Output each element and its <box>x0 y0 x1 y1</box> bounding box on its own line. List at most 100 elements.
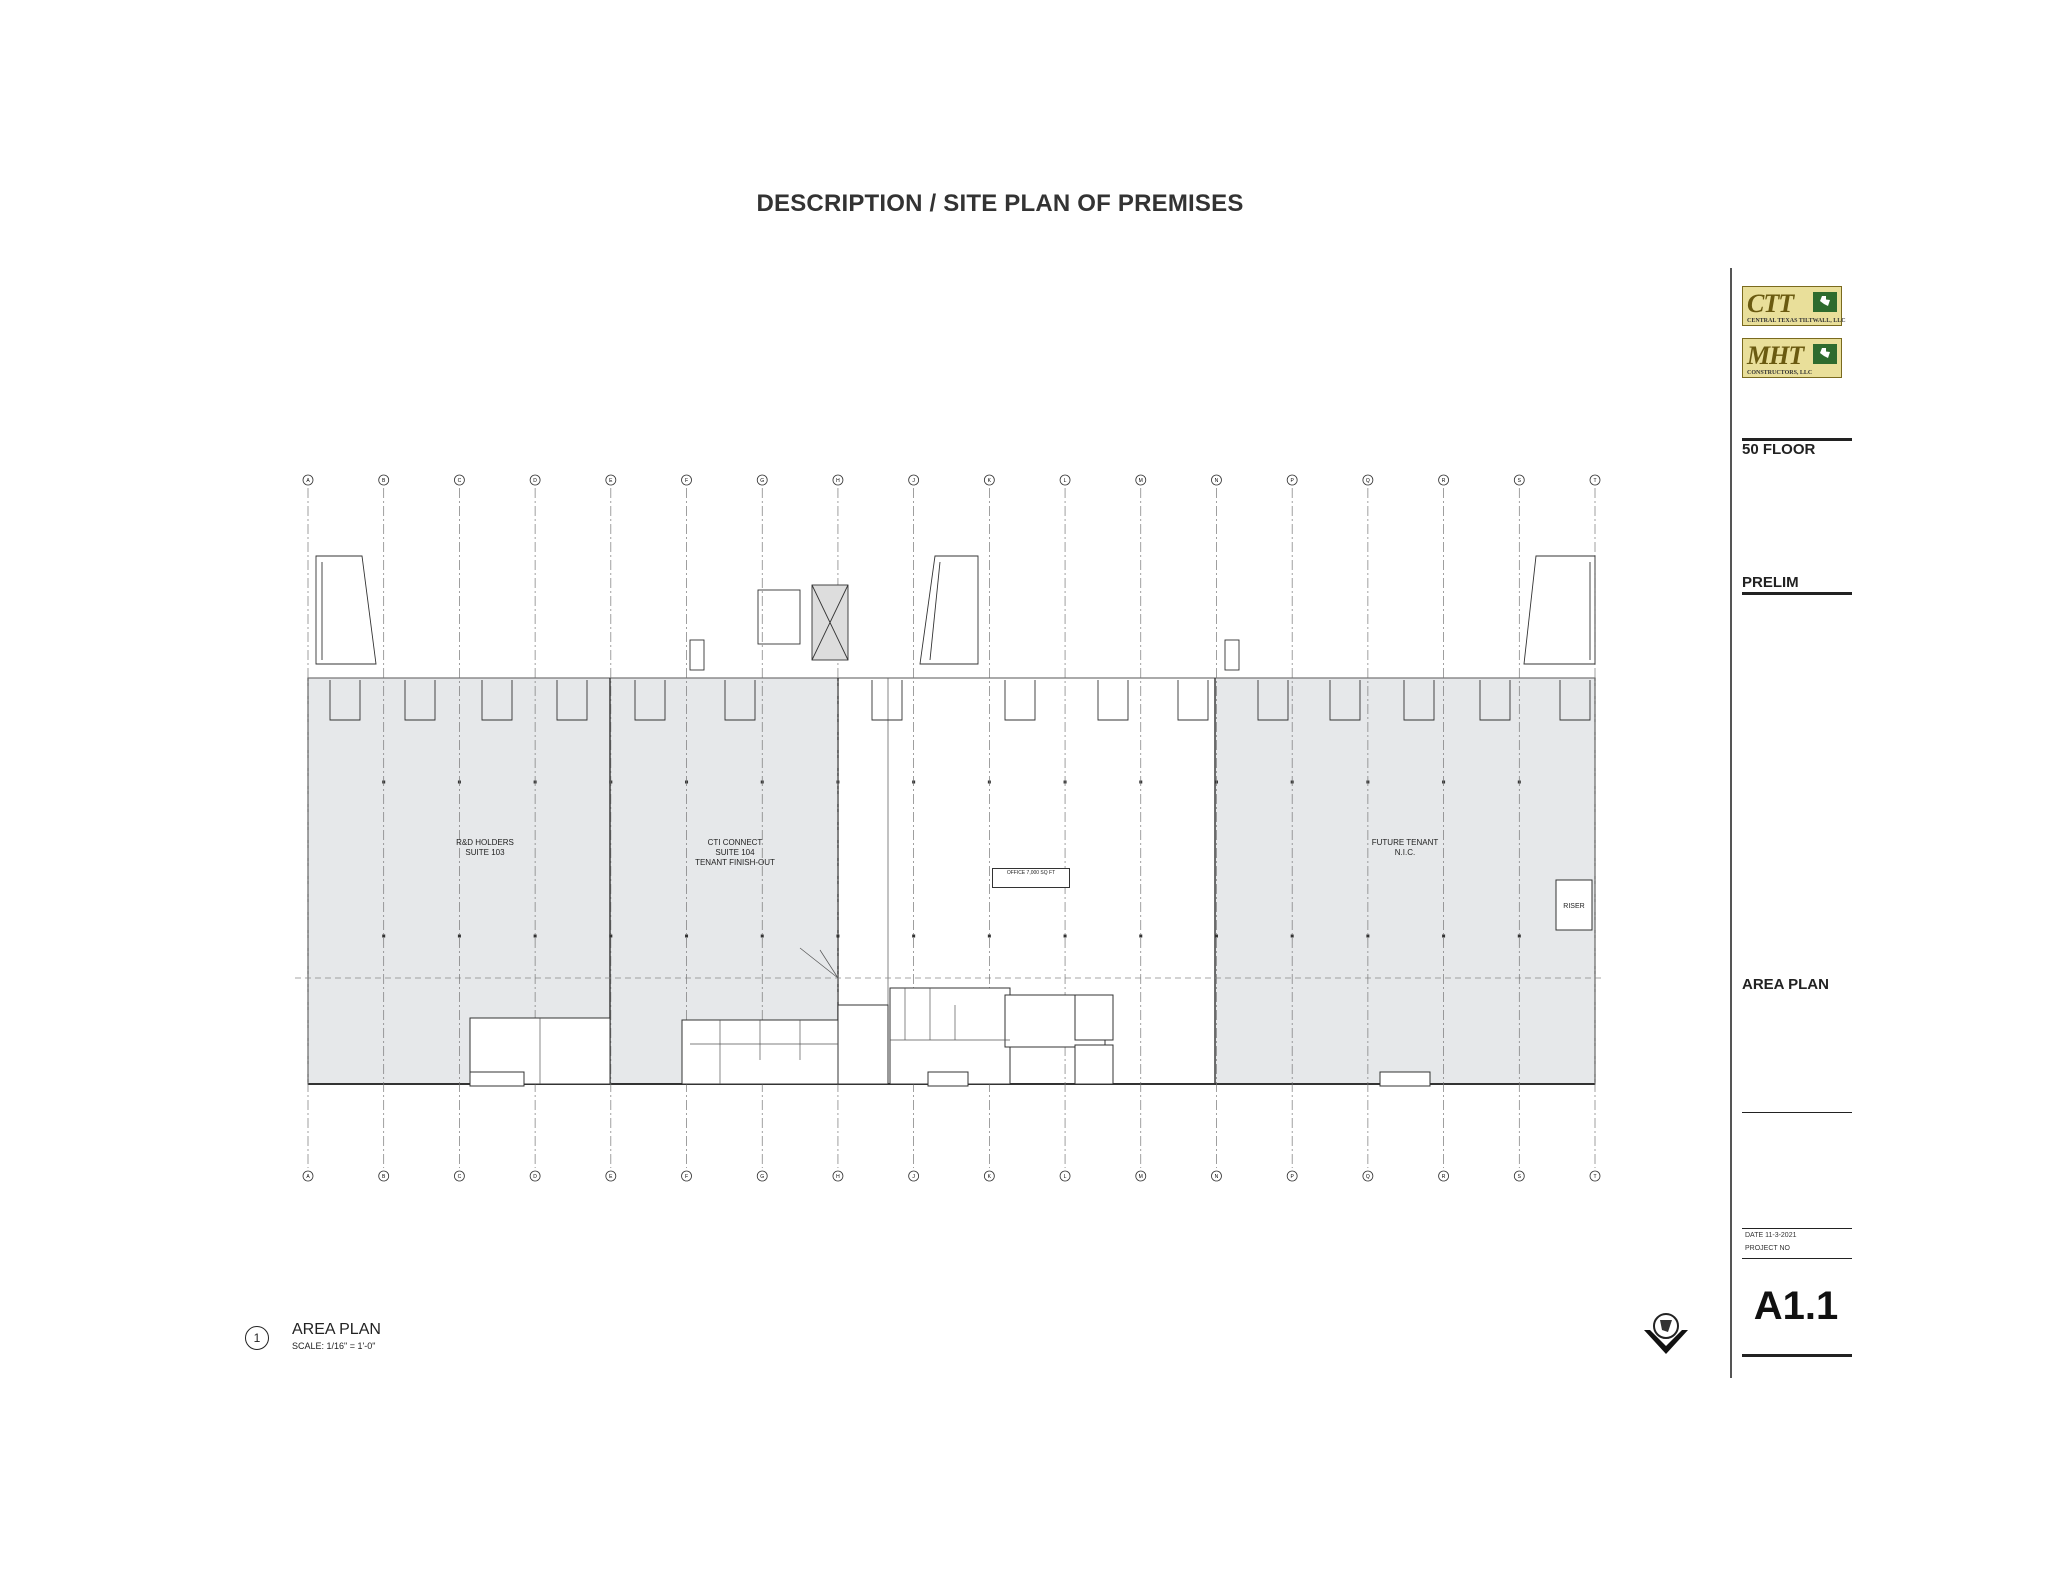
grid-bubble: B <box>378 1170 390 1182</box>
column-dot <box>760 934 764 938</box>
grid-bubble-label: Q <box>1366 1174 1370 1180</box>
grid-bubble-label: T <box>1593 1174 1596 1180</box>
dock-door <box>481 680 513 721</box>
grid-bubble: E <box>605 474 617 486</box>
logo-text: CTT <box>1747 289 1794 318</box>
grid-bubble-label: D <box>533 478 537 484</box>
sheet-number: A1.1 <box>1753 1284 1839 1328</box>
grid-bubble-label: G <box>760 478 764 484</box>
grid-bubble: P <box>1286 474 1298 486</box>
office-area-note: OFFICE 7,000 SQ FT <box>992 868 1070 888</box>
space-suite: SUITE 103 <box>465 848 505 857</box>
dock-door <box>1329 680 1361 721</box>
drawing-title: AREA PLAN <box>1742 976 1829 993</box>
column-dot <box>1063 934 1067 938</box>
grid-bubble-label: Q <box>1366 478 1370 484</box>
dock-door <box>404 680 436 721</box>
future-tenant-area <box>1215 678 1595 1084</box>
column-dot <box>382 934 386 938</box>
grid-bubble: G <box>756 1170 768 1182</box>
column-dot <box>609 934 613 938</box>
grid-bubble-label: J <box>912 478 915 484</box>
grid-bubble-label: E <box>609 478 613 484</box>
grid-bubble-label: R <box>1442 1174 1446 1180</box>
grid-bubble: P <box>1286 1170 1298 1182</box>
page-title: DESCRIPTION / SITE PLAN OF PREMISES <box>756 190 1244 217</box>
divider <box>1742 1112 1852 1113</box>
grid-bubble-label: P <box>1291 478 1295 484</box>
dock-door <box>1097 680 1129 721</box>
suite-104-area <box>610 678 838 1084</box>
grid-bubble-label: C <box>458 478 462 484</box>
divider <box>1742 1228 1852 1229</box>
space-suite: N.I.C. <box>1394 848 1416 857</box>
grid-bubble: G <box>756 474 768 486</box>
plan-scale: SCALE: 1/16" = 1'-0" <box>292 1341 376 1351</box>
grid-bubble: H <box>832 1170 844 1182</box>
grid-bubble: A <box>302 474 314 486</box>
grid-bubble-label: M <box>1139 1174 1143 1180</box>
mht-logo: MHT CONSTRUCTORS, LLC <box>1742 338 1842 378</box>
column-dot <box>1290 934 1294 938</box>
grid-bubble-label: L <box>1064 1174 1067 1180</box>
grid-bubble: C <box>454 1170 465 1182</box>
grid-bubble-label: F <box>685 478 688 484</box>
dock-door <box>634 680 666 721</box>
dock-door <box>556 680 588 721</box>
grid-bubble: F <box>681 474 692 486</box>
grid-bubble-label: H <box>836 478 840 484</box>
grid-bubble-label: M <box>1139 478 1143 484</box>
grid-bubble-label: H <box>836 1174 840 1180</box>
grid-bubble-label: G <box>760 1174 764 1180</box>
grid-bubble: L <box>1059 474 1071 486</box>
space-label-suite-104: CTI CONNECT SUITE 104 TENANT FINISH-OUT <box>680 838 790 868</box>
riser-label: RISER <box>1563 903 1585 910</box>
grid-bubble-label: S <box>1518 478 1522 484</box>
project-no-label: PROJECT NO <box>1745 1245 1790 1252</box>
texas-flag-icon <box>1813 292 1837 312</box>
logo-subtitle: CENTRAL TEXAS TILTWALL, LLC <box>1747 318 1846 324</box>
grid-bubble: L <box>1059 1170 1071 1182</box>
plan-number-bubble: 1 <box>245 1326 269 1350</box>
dock-door <box>1479 680 1511 721</box>
space-name: CTI CONNECT <box>707 838 763 847</box>
grid-bubble-label: A <box>306 478 310 484</box>
grid-bubble: S <box>1513 474 1525 486</box>
column-dot <box>1214 934 1218 938</box>
dock-door <box>1004 680 1036 721</box>
grid-bubble: D <box>529 474 541 486</box>
column-dot <box>685 934 689 938</box>
grid-bubble: Q <box>1362 1170 1374 1182</box>
dock-door <box>1257 680 1289 721</box>
ctt-logo: CTT CENTRAL TEXAS TILTWALL, LLC <box>1742 286 1846 326</box>
grid-bubble: K <box>983 474 995 486</box>
space-label-future-tenant: FUTURE TENANT N.I.C. <box>1355 838 1455 858</box>
dock-door <box>724 680 756 721</box>
grid-bubble: A <box>302 1170 314 1182</box>
grid-bubble-label: N <box>1215 478 1219 484</box>
column-dot <box>912 934 916 938</box>
grid-bubble-label: R <box>1442 478 1446 484</box>
divider <box>1742 1258 1852 1259</box>
grid-bubble: N <box>1211 474 1222 486</box>
grid-bubble-label: K <box>988 478 992 484</box>
dock-door <box>871 680 903 721</box>
grid-bubble-label: T <box>1593 478 1596 484</box>
grid-bubble-label: D <box>533 1174 537 1180</box>
grid-bubble: S <box>1513 1170 1525 1182</box>
project-name: 50 FLOOR <box>1742 441 1816 458</box>
dock-door <box>1559 680 1591 721</box>
logo-subtitle: CONSTRUCTORS, LLC <box>1747 370 1813 376</box>
grid-bubble: N <box>1211 1170 1222 1182</box>
grid-bubble-label: L <box>1064 478 1067 484</box>
column-dot <box>457 934 461 938</box>
dock-door <box>329 680 361 721</box>
grid-bubble: K <box>983 1170 995 1182</box>
grid-bubble: R <box>1438 474 1449 486</box>
divider <box>1742 438 1852 441</box>
grid-bubble: T <box>1589 1170 1601 1182</box>
drawing-status: PRELIM <box>1742 574 1799 591</box>
grid-bubble-label: K <box>988 1174 992 1180</box>
grid-bubble: F <box>681 1170 692 1182</box>
